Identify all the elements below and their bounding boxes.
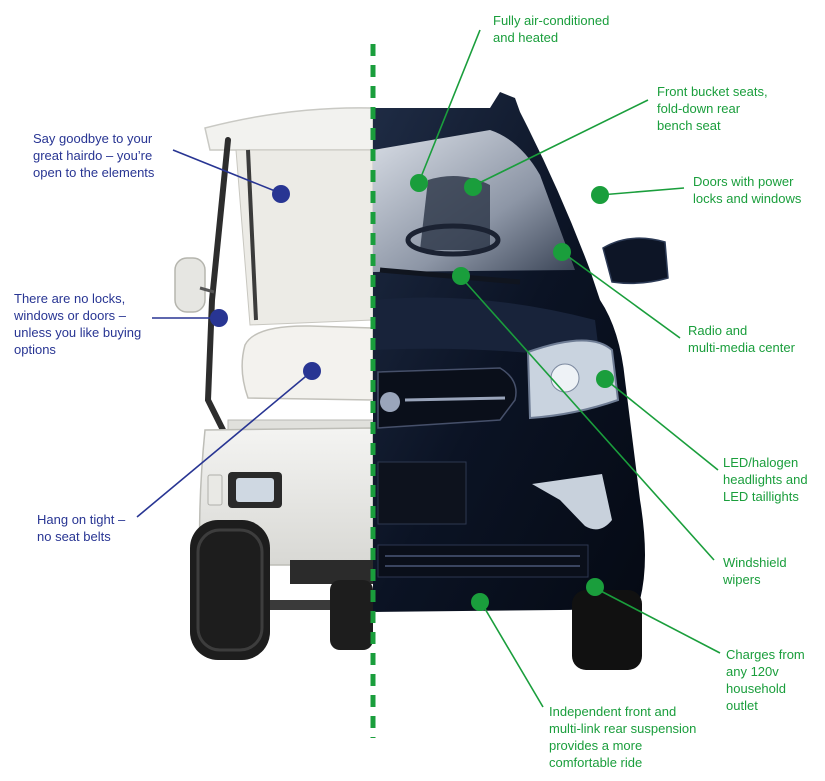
callout-charging: Charges from any 120v household outlet xyxy=(726,647,805,713)
dot-seat-belts xyxy=(303,362,321,380)
callout-air-conditioned: Fully air-conditioned and heated xyxy=(493,13,610,45)
dot-bucket-seats xyxy=(464,178,482,196)
car-wheel xyxy=(572,590,642,670)
car-wiper xyxy=(379,267,521,285)
dot-hairdo xyxy=(272,185,290,203)
callout-led-lights: LED/halogen headlights and LED taillight… xyxy=(723,455,808,504)
callout-dots-left xyxy=(210,185,321,380)
callout-dots-right xyxy=(410,174,614,611)
callout-wipers: Windshield wipers xyxy=(723,555,787,587)
callout-no-locks-windows-doors: There are no locks, windows or doors – u… xyxy=(14,291,142,357)
cart-windshield xyxy=(235,149,373,326)
leader-lines-left xyxy=(136,149,312,518)
callout-no-seat-belts: Hang on tight – no seat belts xyxy=(37,512,126,544)
cart-mirror xyxy=(174,257,206,313)
dot-no-locks xyxy=(210,309,228,327)
dot-air-conditioned xyxy=(410,174,428,192)
callout-exposed-to-elements: Say goodbye to your great hairdo – you’r… xyxy=(33,131,155,180)
car-side-mirror xyxy=(602,237,669,285)
dot-radio xyxy=(553,243,571,261)
callout-power-locks: Doors with power locks and windows xyxy=(693,174,802,206)
cart-turn-light xyxy=(207,474,223,506)
golf-cart xyxy=(174,107,373,660)
cart-wheel xyxy=(190,520,270,660)
car-license-plate xyxy=(377,461,467,525)
dot-power-locks xyxy=(591,186,609,204)
dot-charging xyxy=(586,578,604,596)
leader-lines-right xyxy=(418,29,721,708)
dot-led xyxy=(596,370,614,388)
cart-strut-left xyxy=(204,137,231,443)
dot-wipers xyxy=(452,267,470,285)
callout-bucket-seats: Front bucket seats, fold-down rear bench… xyxy=(657,84,768,133)
dot-suspension xyxy=(471,593,489,611)
car-drl xyxy=(532,474,612,530)
electric-car xyxy=(373,92,669,670)
callout-suspension: Independent front and multi-link rear su… xyxy=(549,704,697,770)
cart-strut-inner xyxy=(246,149,258,321)
cart-seat xyxy=(241,325,373,401)
callout-radio-media: Radio and multi-media center xyxy=(688,323,795,355)
